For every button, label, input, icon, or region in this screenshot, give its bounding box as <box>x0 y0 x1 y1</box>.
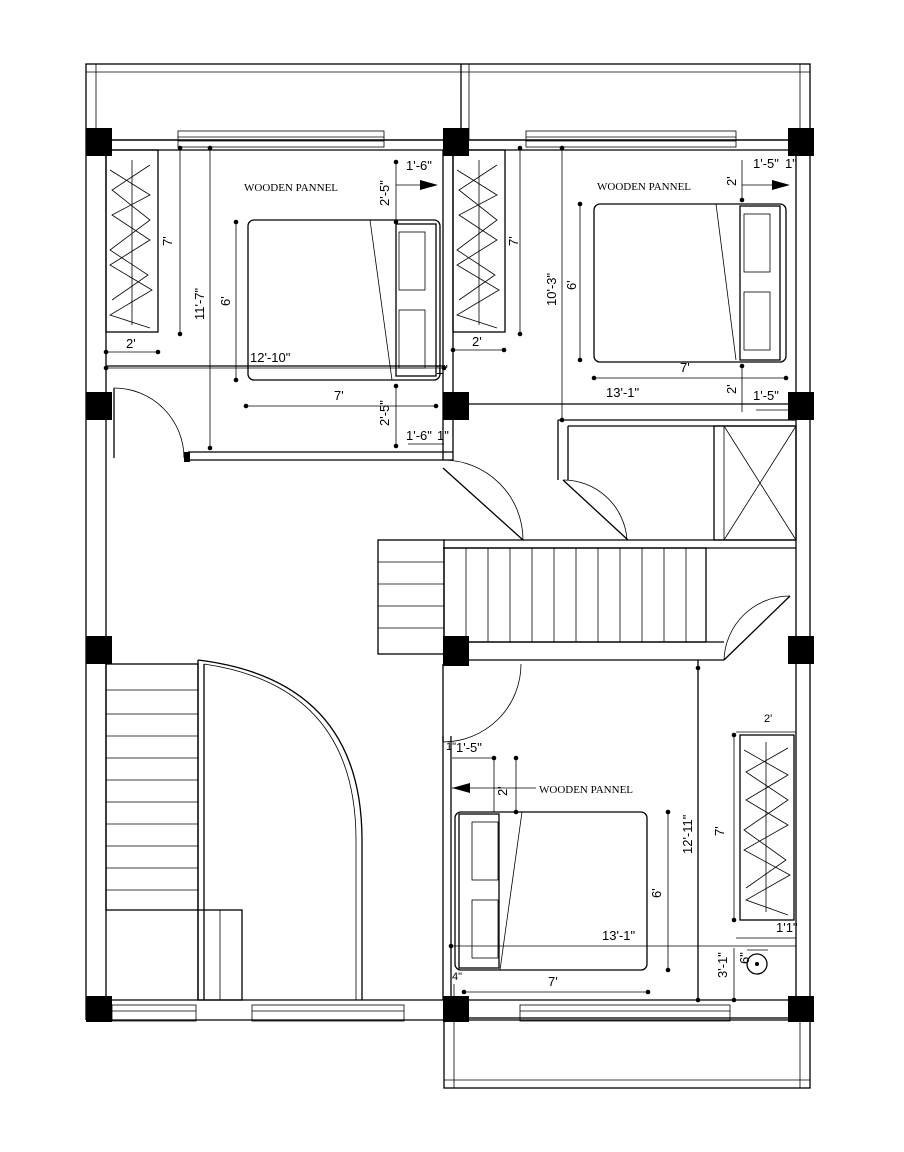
outer-walls <box>85 139 811 1021</box>
dim-2-top2: 2' <box>724 176 739 186</box>
dim-7-bed3: 7' <box>548 974 558 989</box>
dim-11-7: 11'-7" <box>192 287 207 320</box>
dim-1-small-b: 1" <box>437 428 449 443</box>
dim-2-wardrobe1: 2' <box>126 336 136 351</box>
wardrobe-1 <box>105 149 159 333</box>
dim-13-1-bot: 13'-1" <box>602 928 636 943</box>
wardrobe-3 <box>739 734 795 921</box>
dim-1-1: 1'1" <box>776 920 798 935</box>
dim-2-5-bot: 2'-5" <box>377 400 392 426</box>
lift-shaft <box>713 425 797 541</box>
bed-2 <box>593 203 787 363</box>
dim-1-6-bot: 1'-6" <box>406 428 432 443</box>
dim-1-5-bot3: 1'-5" <box>456 740 482 755</box>
dim-6-bed3: 6' <box>649 888 664 898</box>
dim-6-small: 6" <box>737 952 752 964</box>
dim-1-5-bot2: 1'-5" <box>753 388 779 403</box>
doors <box>113 387 791 743</box>
dimension-dots <box>103 145 789 1003</box>
wooden-panel-label-3: WOODEN PANNEL <box>539 784 633 796</box>
dim-2-wardrobe2: 2' <box>472 334 482 349</box>
dim-2-wardrobe3: 2' <box>764 713 772 725</box>
dim-7-bed1: 7' <box>334 388 344 403</box>
windows <box>111 130 737 1022</box>
dim-12-10: 12'-10" <box>250 350 291 365</box>
dim-1-bot3: 1" <box>446 741 456 753</box>
bottom-balcony <box>443 1017 811 1089</box>
bed-3 <box>454 811 648 971</box>
dim-4-bed3: 4" <box>452 971 462 983</box>
dim-3-1: 3'-1" <box>715 952 730 978</box>
dim-2-bot2: 2' <box>724 384 739 394</box>
dim-2-5-top: 2'-5" <box>377 180 392 206</box>
dim-7-wardrobe1: 7' <box>160 236 175 246</box>
wooden-panel-label-1: WOODEN PANNEL <box>244 182 338 194</box>
wash-basin <box>746 949 768 975</box>
dim-1-small: 1" <box>436 362 448 377</box>
dim-1-5-top2: 1'-5" <box>753 156 779 171</box>
bed-1 <box>247 219 441 381</box>
dim-12-11: 12'-11" <box>680 814 695 854</box>
dim-7-wardrobe2: 7' <box>506 236 521 246</box>
columns <box>86 128 814 1022</box>
dim-10-3: 10'-3" <box>544 272 559 306</box>
dim-7-wardrobe3: 7' <box>712 826 727 836</box>
wardrobe-2 <box>452 149 506 333</box>
arrows <box>420 180 790 793</box>
wooden-panel-label-2: WOODEN PANNEL <box>597 181 691 193</box>
dim-7-bed2: 7' <box>680 360 690 375</box>
dim-1-top2: 1" <box>785 156 797 171</box>
staircase-lower <box>105 659 363 1001</box>
dim-2-bed3: 2' <box>495 786 510 796</box>
dim-1-6-top: 1'-6" <box>406 158 432 173</box>
dim-6-bed2: 6' <box>564 280 579 290</box>
dim-6-bed1: 6' <box>218 296 233 306</box>
staircase-upper <box>377 539 707 655</box>
dim-13-1-top: 13'-1" <box>606 385 640 400</box>
interior-walls <box>106 150 796 1000</box>
dimension-lines <box>106 148 796 1000</box>
